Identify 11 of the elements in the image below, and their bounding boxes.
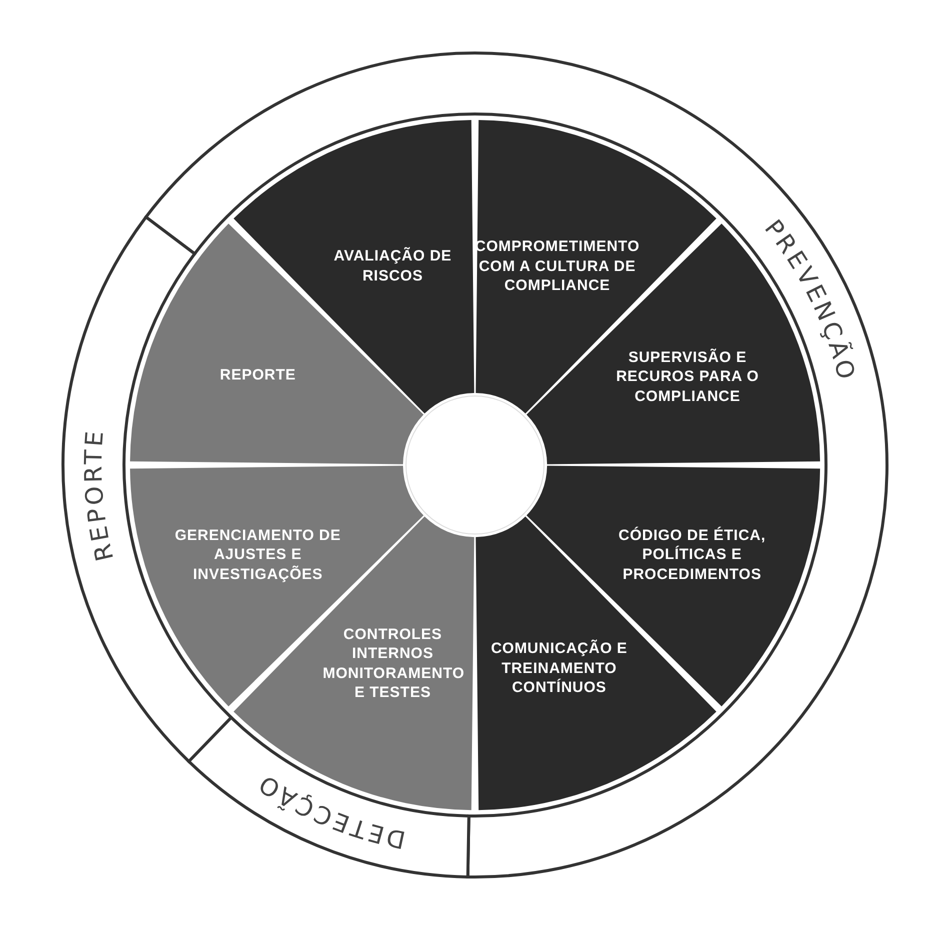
segment-label: SUPERVISÃO E RECUROS PARA O COMPLIANCE bbox=[615, 348, 760, 406]
segment-label: COMPROMETIMENTO COM A CULTURA DE COMPLIANCE bbox=[474, 237, 641, 296]
segment-label: CÓDIGO DE ÉTICA, POLÍTICAS E PROCEDIMENTOS bbox=[618, 526, 767, 584]
segment-label: AVALIAÇÃO DE RISCOS bbox=[332, 246, 453, 286]
ring-band bbox=[187, 716, 470, 878]
segment-label: COMUNICAÇÃO E TREINAMENTO CONTÍNUOS bbox=[490, 638, 628, 698]
segment-label: REPORTE bbox=[218, 365, 297, 385]
center-circle bbox=[406, 396, 544, 534]
wheel-segment bbox=[130, 221, 424, 465]
segment-label: GERENCIAMENTO DE AJUSTES E INVESTIGAÇÕES bbox=[174, 526, 342, 584]
segment-label: CONTROLES INTERNOS MONITORAMENTO E TESTES bbox=[322, 624, 463, 703]
